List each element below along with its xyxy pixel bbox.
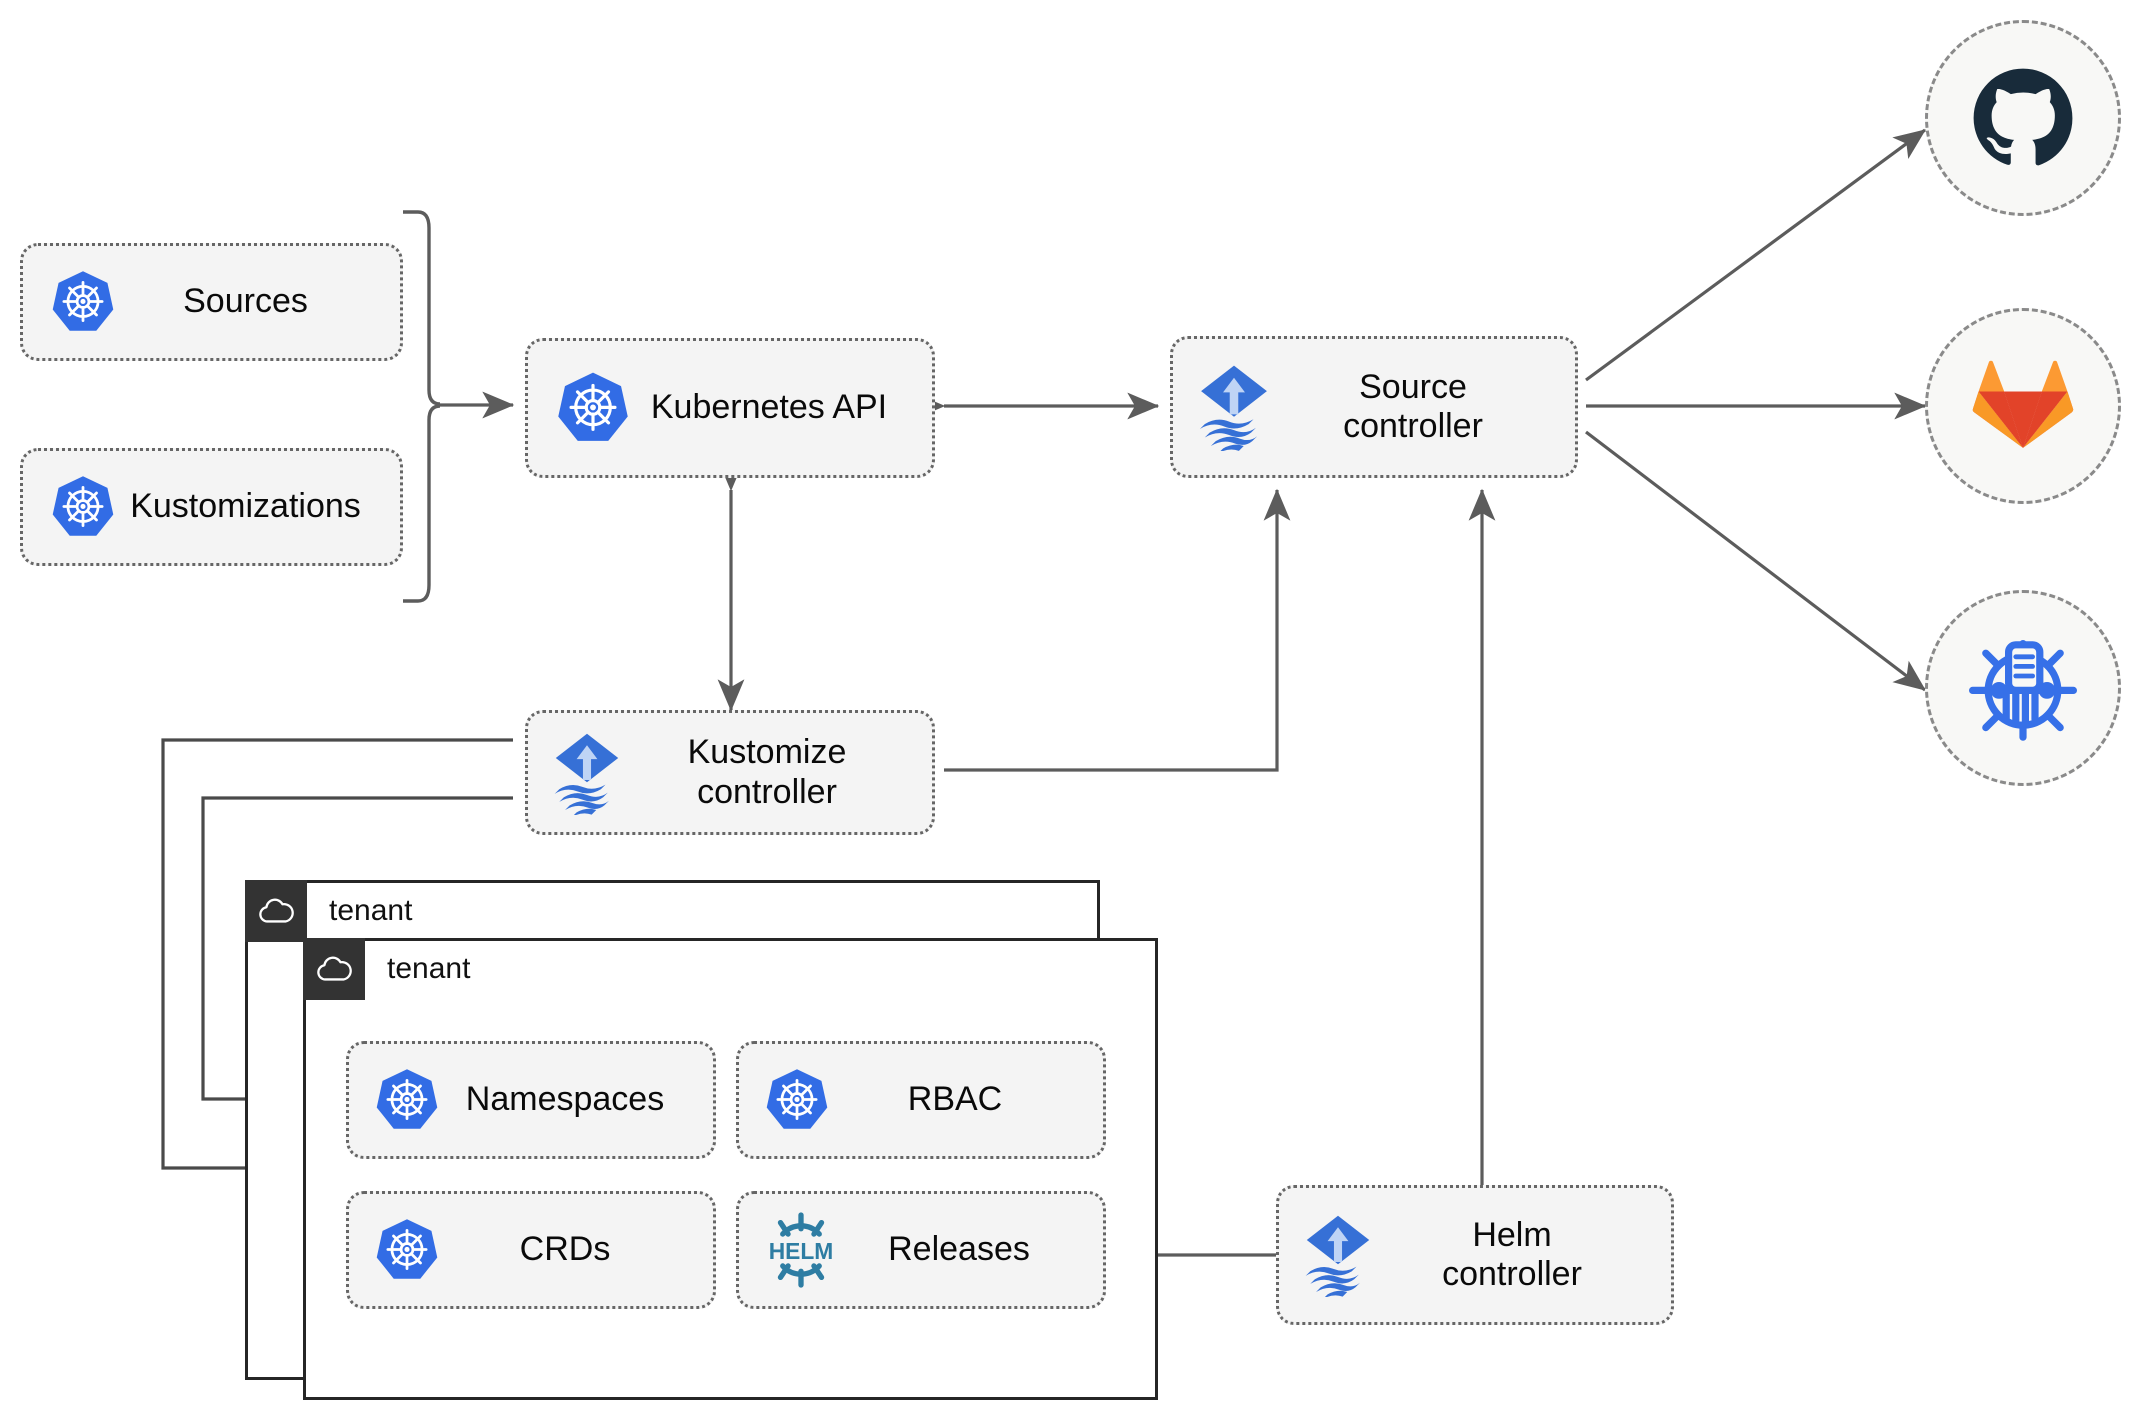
tenant-container-front[interactable]: tenant Namespaces — [303, 938, 1158, 1400]
kubernetes-icon — [554, 369, 632, 447]
node-kustomizations[interactable]: Kustomizations — [20, 448, 403, 566]
group-brace — [403, 210, 441, 603]
repo-helm-repository[interactable] — [1925, 590, 2121, 786]
node-kustomize-controller[interactable]: Kustomize controller — [525, 710, 935, 835]
tenant-header: tenant — [245, 880, 412, 942]
node-label: Releases — [888, 1230, 1030, 1269]
tenant-label: tenant — [329, 894, 413, 927]
kubernetes-icon — [49, 268, 117, 336]
node-label: Kustomizations — [130, 487, 361, 526]
node-label: Sources — [183, 282, 308, 321]
tenant-header: tenant — [303, 938, 470, 1000]
node-label: RBAC — [907, 1080, 1003, 1119]
cloud-icon — [303, 938, 365, 1000]
node-rbac[interactable]: RBAC — [736, 1041, 1106, 1159]
flux-icon — [1301, 1213, 1375, 1297]
tenant-label: tenant — [387, 952, 471, 985]
node-label: Kubernetes API — [650, 388, 888, 427]
node-label: Helm controller — [1442, 1215, 1582, 1293]
node-helm-controller[interactable]: Helm controller — [1276, 1185, 1674, 1325]
node-namespaces[interactable]: Namespaces — [346, 1041, 716, 1159]
edge-kustomize-controller-to-source-controller — [944, 488, 1291, 772]
kubernetes-icon — [763, 1066, 831, 1134]
node-label: Source controller — [1343, 367, 1483, 445]
kubernetes-icon — [49, 473, 117, 541]
github-icon — [1973, 68, 2073, 166]
repo-gitlab[interactable] — [1925, 308, 2121, 504]
helm-icon: HELM — [763, 1212, 839, 1288]
node-label: Kustomize controller — [687, 733, 847, 811]
edge-source-controller-to-github — [1585, 128, 1927, 382]
kubernetes-icon — [373, 1066, 441, 1134]
node-sources[interactable]: Sources — [20, 243, 403, 361]
edge-source-controller-to-helm-repository — [1585, 430, 1927, 692]
flux-icon — [1195, 363, 1273, 451]
node-label: Namespaces — [465, 1080, 665, 1119]
node-releases[interactable]: HELM Releases — [736, 1191, 1106, 1309]
node-crds[interactable]: CRDs — [346, 1191, 716, 1309]
repo-github[interactable] — [1925, 20, 2121, 216]
node-source-controller[interactable]: Source controller — [1170, 336, 1578, 478]
cloud-icon — [245, 880, 307, 942]
gitlab-icon — [1972, 360, 2074, 448]
helm-repository-icon — [1969, 640, 2077, 741]
kubernetes-icon — [373, 1216, 441, 1284]
node-kubernetes-api[interactable]: Kubernetes API — [525, 338, 935, 478]
flux-icon — [550, 731, 624, 815]
helm-wordmark: HELM — [769, 1238, 834, 1264]
node-label: CRDs — [519, 1230, 611, 1269]
